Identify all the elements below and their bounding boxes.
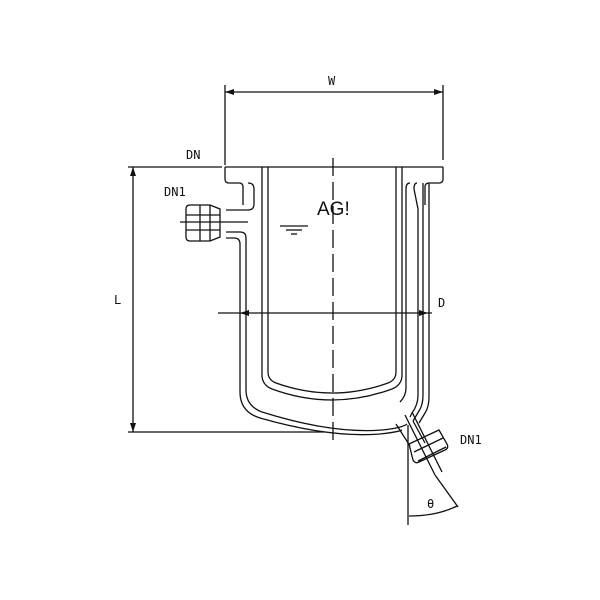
- flange-label: DN: [186, 148, 200, 162]
- liquid-level-symbol: [280, 225, 308, 235]
- angle-dimension: [407, 425, 459, 525]
- diameter-label: D: [438, 296, 445, 310]
- angle-label: θ: [427, 497, 434, 511]
- side-nozzle-label: DN1: [164, 185, 186, 199]
- bottom-nozzle-label: DN1: [460, 433, 482, 447]
- vessel-body: [224, 166, 444, 447]
- diameter-dimension: [218, 310, 432, 316]
- bottom-nozzle: [404, 411, 449, 476]
- company-logo: AG!: [317, 199, 350, 220]
- length-dimension: [128, 166, 325, 433]
- side-nozzle: [180, 204, 248, 242]
- length-label: L: [114, 293, 121, 307]
- width-dimension: [224, 85, 444, 165]
- width-label: W: [328, 74, 336, 88]
